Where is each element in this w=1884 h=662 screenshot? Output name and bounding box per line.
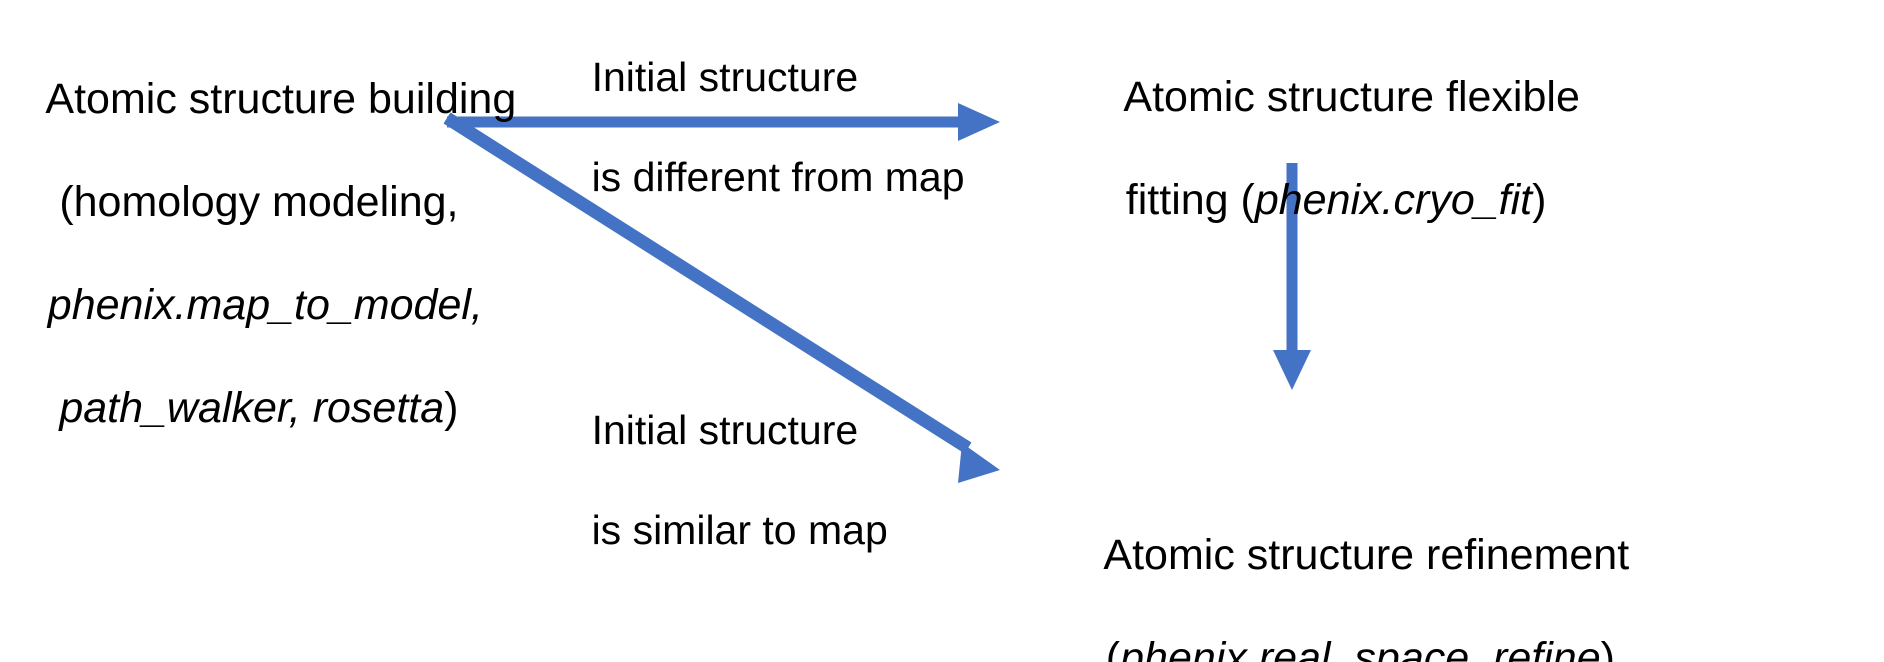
label-similar-line2: is similar to map — [591, 507, 888, 554]
node-refinement-line2-italic: phenix.real_space_refine — [1120, 633, 1601, 662]
node-refinement-line1: Atomic structure refinement — [1103, 530, 1630, 579]
node-building-line3: phenix.map_to_model, — [47, 280, 483, 329]
label-different-line2: is different from map — [591, 154, 965, 201]
node-refinement-line2-head: ( — [1105, 633, 1121, 662]
node-fitting-line2-head: fitting ( — [1125, 175, 1255, 224]
node-fitting-line2-italic: phenix.cryo_fit — [1254, 175, 1533, 224]
node-atomic-structure-refinement: Atomic structure refinement (phenix.real… — [1058, 478, 1884, 662]
label-different-line1: Initial structure — [591, 54, 859, 101]
node-building-line4-italic: path_walker, rosetta — [59, 384, 445, 433]
node-fitting-line1: Atomic structure flexible — [1123, 72, 1580, 121]
node-building-line4-tail: ) — [444, 384, 459, 433]
node-fitting-line2-tail: ) — [1532, 175, 1547, 224]
node-building-line1: Atomic structure building — [45, 74, 517, 123]
edge-label-different-from-map: Initial structure is different from map — [546, 2, 965, 252]
node-atomic-structure-building: Atomic structure building (homology mode… — [0, 22, 516, 486]
label-similar-line1: Initial structure — [591, 407, 859, 454]
node-building-line2: (homology modeling, — [59, 177, 459, 226]
edge-label-similar-to-map: Initial structure is similar to map — [546, 355, 888, 605]
node-refinement-line2-tail: ) — [1600, 633, 1615, 662]
node-atomic-structure-flexible-fitting: Atomic structure flexible fitting (pheni… — [1078, 20, 1598, 278]
